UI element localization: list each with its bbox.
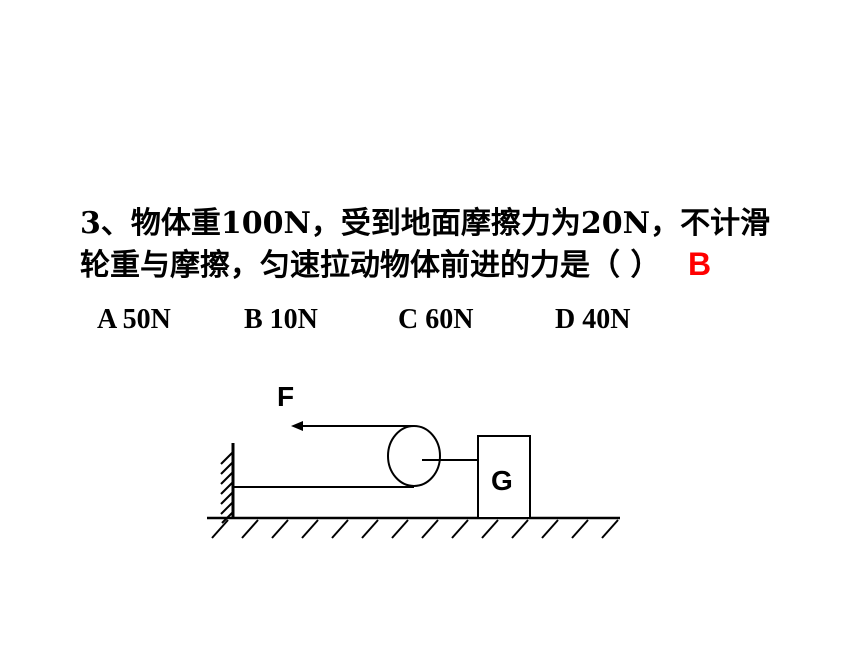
option-d: D 40N xyxy=(555,304,631,335)
option-a: A 50N xyxy=(97,304,171,335)
block-label: G xyxy=(491,465,513,496)
option-c: C 60N xyxy=(398,304,474,335)
question-line-2: 轮重与摩擦，匀速拉动物体前进的力是（ ） xyxy=(80,248,661,283)
question-line-1: 3、物体重100N，受到地面摩擦力为20N，不计滑 xyxy=(80,206,771,241)
force-label: F xyxy=(277,381,294,412)
pulley-wheel xyxy=(387,425,441,487)
option-b: B 10N xyxy=(244,304,318,335)
block-g xyxy=(477,435,531,519)
ground-hatching xyxy=(211,519,619,539)
force-arrow-head xyxy=(291,421,303,431)
answer-letter: B xyxy=(688,246,712,282)
wall-hatching xyxy=(220,451,234,524)
